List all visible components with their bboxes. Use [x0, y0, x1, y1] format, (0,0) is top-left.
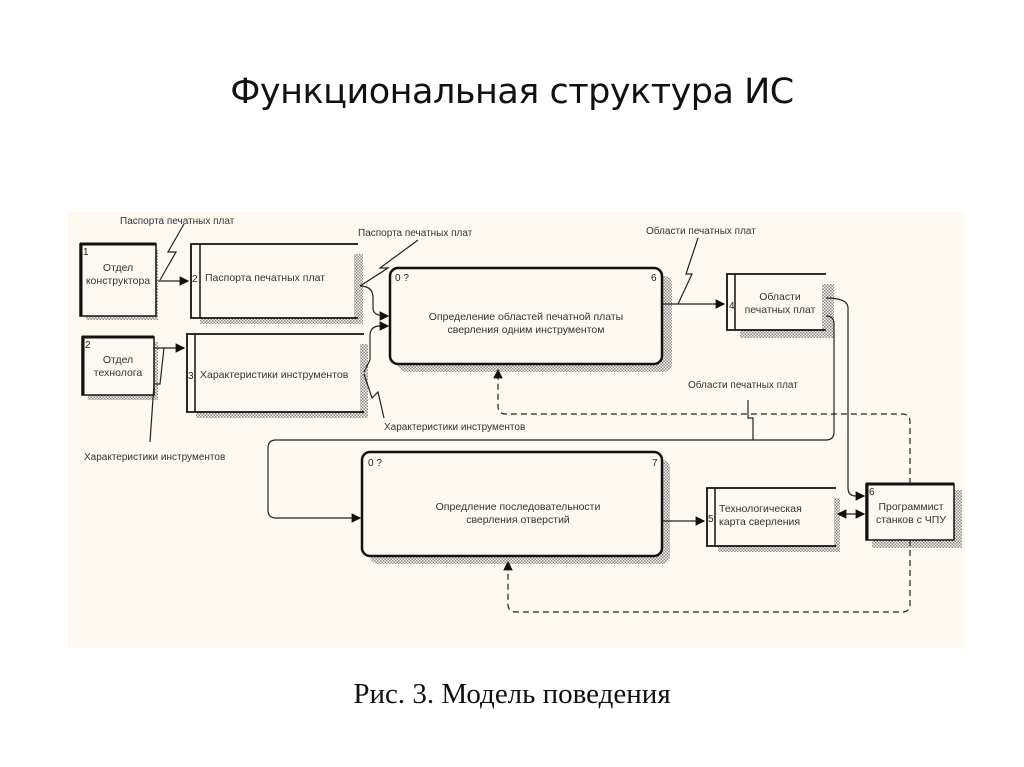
store-label-line1: Технологическая — [719, 503, 802, 515]
flow-store4-to-process7 — [267, 315, 835, 523]
data-store-3[interactable]: 3 Характеристики инструментов — [186, 333, 368, 418]
store-number: 4 — [729, 301, 735, 312]
entity-label-line2: конструктора — [86, 275, 150, 287]
flow-label-leader-f3 — [363, 373, 385, 419]
store-label-line2: печатных плат — [745, 304, 816, 316]
process-tag: 0 ? — [395, 273, 409, 284]
entity-label-line1: Программист — [878, 501, 943, 513]
flow-label-f4: Характеристики инструментов — [84, 452, 225, 463]
figure-caption: Рис. 3. Модель поведения — [353, 678, 671, 710]
data-store-4[interactable]: 4 Области печатных плат — [726, 273, 834, 338]
external-entity-2[interactable]: 2 Отдел технолога — [81, 335, 158, 400]
control-flow-entity6-to-process6 — [493, 368, 911, 484]
process-number: 7 — [652, 458, 658, 469]
data-store-2[interactable]: 2 Паспорта печатных плат — [190, 243, 363, 324]
store-number: 2 — [192, 274, 198, 285]
flow-label-f2: Паспорта печатных плат — [358, 228, 473, 239]
external-entity-1[interactable]: 1 Отдел конструктора — [79, 242, 158, 320]
store-label: Характеристики инструментов — [200, 369, 349, 381]
process-label-line1: Опредление последовательности — [436, 501, 601, 513]
flow-label-leader-f5 — [677, 237, 699, 305]
process-tag: 0 ? — [368, 458, 382, 469]
flow-store3-to-process6 — [363, 321, 390, 373]
flow-label-leader-f4 — [149, 347, 165, 443]
entity-number: 2 — [85, 340, 91, 351]
flow-label-leader-f2 — [359, 239, 419, 287]
external-entity-6[interactable]: 6 Программист станков с ЧПУ — [865, 482, 962, 548]
flow-label-f1: Паспорта печатных плат — [120, 216, 235, 227]
store-number: 3 — [188, 371, 194, 382]
store-number: 5 — [708, 514, 714, 525]
flow-store4-to-entity6 — [825, 297, 866, 501]
flow-label-f3: Характеристики инструментов — [384, 422, 525, 433]
slide-title: Функциональная структура ИС — [230, 72, 794, 112]
diagram-svg: 1 Отдел конструктора 2 Отдел технолога 6… — [79, 216, 962, 613]
entity-label-line1: Отдел — [103, 262, 133, 274]
process-label-line1: Определение областей печатной платы — [429, 311, 623, 323]
process-6[interactable]: 0 ? 6 Определение областей печатной плат… — [388, 266, 672, 372]
data-store-5[interactable]: 5 Технологическая карта сверления — [706, 487, 840, 552]
entity-number: 1 — [83, 247, 89, 258]
entity-label-line2: технолога — [94, 367, 143, 379]
store-label-line1: Области — [759, 291, 801, 303]
process-7[interactable]: 0 ? 7 Опредление последовательности свер… — [360, 450, 670, 564]
flow-label-f5: Области печатных плат — [646, 225, 756, 237]
flow-label-f6: Области печатных плат — [688, 379, 798, 391]
entity-label-line2: станков с ЧПУ — [876, 514, 946, 526]
process-label-line2: сверления одним инструментом — [448, 324, 605, 336]
process-label-line2: сверления отверстий — [466, 514, 570, 526]
dfd-diagram: 1 Отдел конструктора 2 Отдел технолога 6… — [68, 212, 965, 648]
store-label-line2: карта сверления — [719, 516, 800, 528]
entity-number: 6 — [869, 487, 875, 498]
flow-store2-to-process6 — [359, 285, 390, 321]
process-number: 6 — [651, 273, 657, 284]
store-label: Паспорта печатных плат — [205, 272, 325, 284]
entity-label-line1: Отдел — [103, 354, 133, 366]
flow-label-leader-f6 — [747, 400, 754, 440]
control-flow-entity6-to-process7 — [503, 540, 911, 613]
flow-label-leader-f1 — [159, 223, 185, 281]
